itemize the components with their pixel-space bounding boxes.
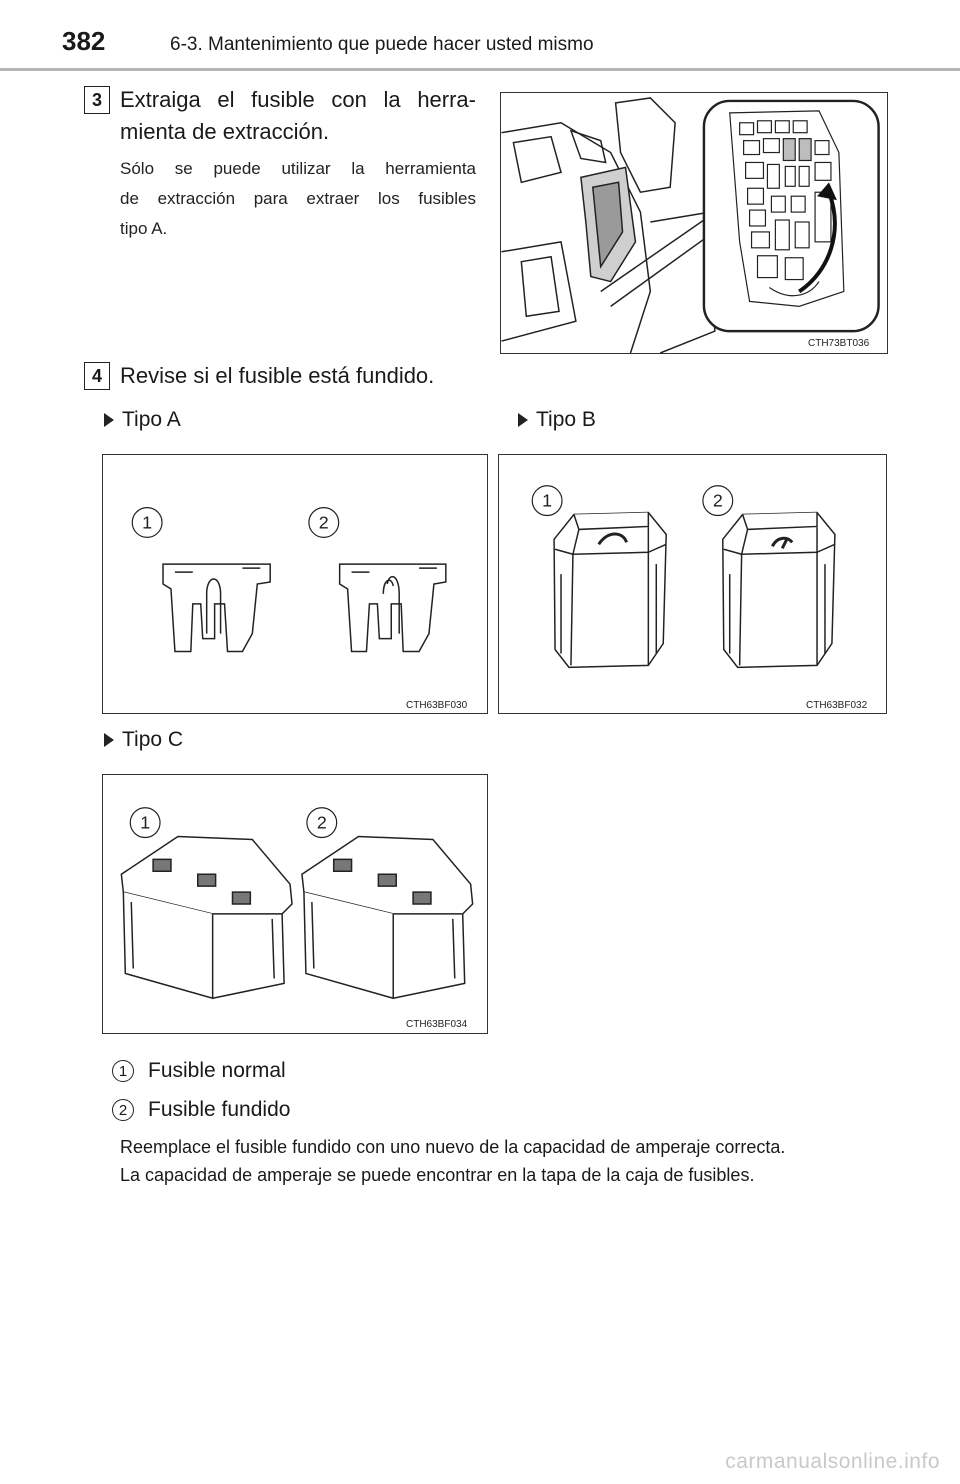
section-title: 6-3. Mantenimiento que puede hacer usted… (170, 34, 594, 55)
replace-fuse-paragraph: Reemplace el fusible fundido con uno nue… (120, 1137, 786, 1157)
step-3-note-line-1: Sólo se puede utilizar la herramienta (120, 159, 476, 178)
watermark: carmanualsonline.info (725, 1450, 940, 1473)
figure-code-step-3: CTH73BT036 (808, 338, 870, 349)
legend-item-blown: 2 Fusible fundido (112, 1098, 290, 1122)
callout-2-tipo-c: 2 (317, 813, 327, 833)
legend-number-2: 2 (112, 1099, 134, 1121)
triangle-bullet-icon (104, 413, 114, 427)
figure-code-tipo-a: CTH63BF030 (406, 700, 468, 711)
tipo-c-label: Tipo C (122, 728, 184, 751)
page-number: 382 (62, 26, 106, 56)
step-3-title-line-1: Extraiga el fusible con la herra- (120, 87, 476, 112)
amperage-location-paragraph: La capacidad de amperaje se puede encont… (120, 1165, 755, 1185)
legend-item-normal: 1 Fusible normal (112, 1059, 286, 1083)
step-3-badge: 3 (84, 86, 110, 114)
tipo-b-heading: Tipo B (518, 408, 596, 432)
tipo-c-heading: Tipo C (104, 728, 183, 752)
triangle-bullet-icon (104, 733, 114, 747)
callout-1-tipo-c: 1 (140, 813, 150, 833)
blade-fuse-illustration: 1 2 (131, 506, 447, 653)
step-4-title: Revise si el fusible está fundido. (120, 363, 435, 388)
tipo-c-figure: 1 2 (102, 774, 488, 1034)
callout-1-tipo-b: 1 (542, 491, 552, 511)
tipo-b-figure: 1 2 (498, 454, 887, 714)
step-3-note-line-3: tipo A. (120, 219, 168, 238)
legend-text-blown: Fusible fundido (148, 1098, 291, 1121)
callout-2-tipo-b: 2 (713, 491, 723, 511)
header-divider (0, 68, 960, 71)
legend-text-normal: Fusible normal (148, 1059, 286, 1082)
tipo-b-label: Tipo B (536, 408, 596, 431)
engine-bay-fuse-box-figure (500, 92, 888, 354)
step-3-title-line-2: mienta de extracción. (120, 119, 330, 144)
callout-2-tipo-a: 2 (319, 512, 329, 532)
engine-bay-illustration (501, 97, 880, 353)
callout-1-tipo-a: 1 (142, 512, 152, 532)
figure-code-tipo-c: CTH63BF034 (406, 1019, 468, 1030)
triangle-bullet-icon (518, 413, 528, 427)
step-3-note-line-2: de extracción para extraer los fusibles (120, 189, 476, 208)
step-4-badge: 4 (84, 362, 110, 390)
cartridge-fuse-illustration: 1 2 (531, 485, 836, 669)
tipo-a-figure: 1 2 (102, 454, 488, 714)
tipo-a-heading: Tipo A (104, 408, 181, 432)
large-cartridge-fuse-illustration: 1 2 (120, 807, 474, 1000)
figure-code-tipo-b: CTH63BF032 (806, 700, 868, 711)
legend-number-1: 1 (112, 1060, 134, 1082)
tipo-a-label: Tipo A (122, 408, 181, 431)
